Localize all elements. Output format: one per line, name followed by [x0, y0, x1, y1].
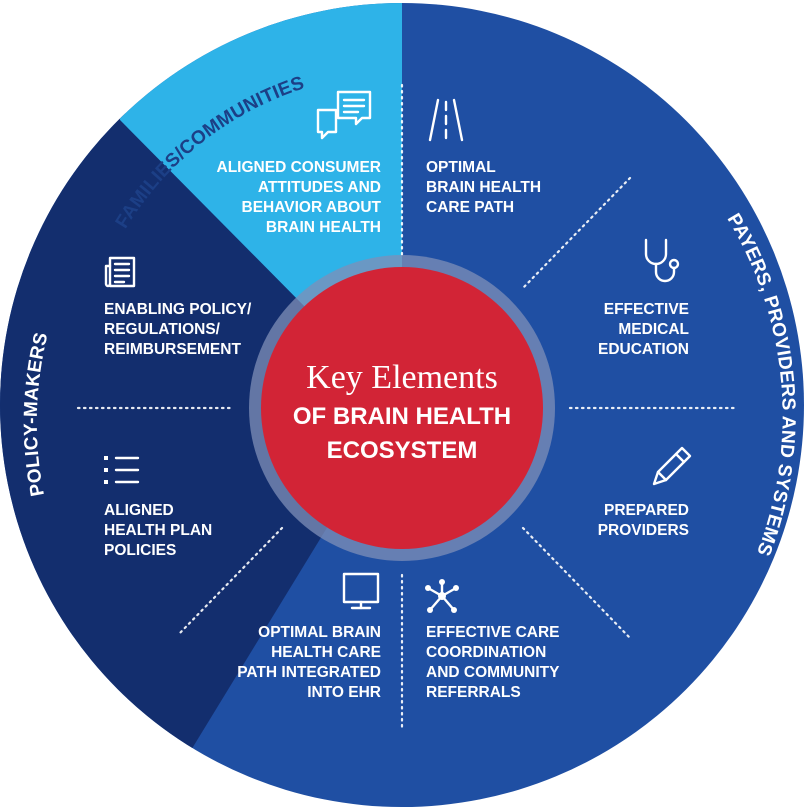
- element-policy-line3: REIMBURSEMENT: [104, 341, 241, 358]
- element-education-line1: EFFECTIVE: [604, 301, 689, 318]
- element-health-plan: ALIGNED HEALTH PLAN POLICIES: [104, 502, 212, 559]
- chat-bubbles-icon: [316, 90, 372, 140]
- divider-bottom-right: [521, 526, 632, 640]
- element-consumer-line2: ATTITUDES AND: [258, 179, 381, 196]
- newspaper-icon: [104, 256, 136, 288]
- element-ehr-line1: OPTIMAL BRAIN: [258, 624, 381, 641]
- element-health-plan-line2: HEALTH PLAN: [104, 522, 212, 539]
- road-icon: [428, 98, 464, 142]
- center-title-line2: OF BRAIN HEALTH: [293, 403, 511, 430]
- element-care-path-line1: OPTIMAL: [426, 159, 496, 176]
- element-coordination-line3: AND COMMUNITY: [426, 664, 560, 681]
- element-care-path: OPTIMAL BRAIN HEALTH CARE PATH: [426, 159, 541, 216]
- element-care-path-line2: BRAIN HEALTH: [426, 179, 541, 196]
- center-title-line3: ECOSYSTEM: [327, 437, 478, 464]
- element-ehr-line4: INTO EHR: [307, 684, 381, 701]
- dividers: [76, 83, 737, 730]
- element-consumer-line3: BEHAVIOR ABOUT: [242, 199, 382, 216]
- element-ehr-line3: PATH INTEGRATED: [237, 664, 381, 681]
- element-consumer-line1: ALIGNED CONSUMER: [217, 159, 381, 176]
- divider-bottom-left: [176, 526, 284, 637]
- element-ehr: OPTIMAL BRAIN HEALTH CARE PATH INTEGRATE…: [237, 624, 381, 701]
- checklist-icon: [104, 456, 140, 484]
- stethoscope-icon: [644, 238, 680, 283]
- element-policy: ENABLING POLICY/ REGULATIONS/ REIMBURSEM…: [104, 301, 252, 358]
- divider-top-right: [521, 176, 632, 290]
- center-circle: [261, 267, 543, 549]
- element-providers-line2: PROVIDERS: [598, 522, 689, 539]
- element-care-path-line3: CARE PATH: [426, 199, 514, 216]
- element-education: EFFECTIVE MEDICAL EDUCATION: [598, 301, 689, 358]
- element-coordination: EFFECTIVE CARE COORDINATION AND COMMUNIT…: [426, 624, 560, 701]
- element-health-plan-line1: ALIGNED: [104, 502, 174, 519]
- element-coordination-line1: EFFECTIVE CARE: [426, 624, 559, 641]
- element-coordination-line2: COORDINATION: [426, 644, 546, 661]
- element-providers: PREPARED PROVIDERS: [598, 502, 689, 539]
- element-providers-line1: PREPARED: [604, 502, 689, 519]
- network-icon: [425, 579, 459, 613]
- policy-region: [0, 3, 402, 807]
- element-policy-line2: REGULATIONS/: [104, 321, 221, 338]
- element-education-line3: EDUCATION: [598, 341, 689, 358]
- element-consumer: ALIGNED CONSUMER ATTITUDES AND BEHAVIOR …: [217, 159, 382, 236]
- element-coordination-line4: REFERRALS: [426, 684, 521, 701]
- element-health-plan-line3: POLICIES: [104, 542, 176, 559]
- element-education-line2: MEDICAL: [618, 321, 689, 338]
- element-policy-line1: ENABLING POLICY/: [104, 301, 252, 318]
- pencil-icon: [652, 446, 692, 486]
- monitor-icon: [342, 572, 380, 610]
- element-ehr-line2: HEALTH CARE: [271, 644, 381, 661]
- center-title: Key Elements OF BRAIN HEALTH ECOSYSTEM: [293, 359, 511, 464]
- center-title-line1: Key Elements: [306, 359, 498, 396]
- element-consumer-line4: BRAIN HEALTH: [266, 219, 381, 236]
